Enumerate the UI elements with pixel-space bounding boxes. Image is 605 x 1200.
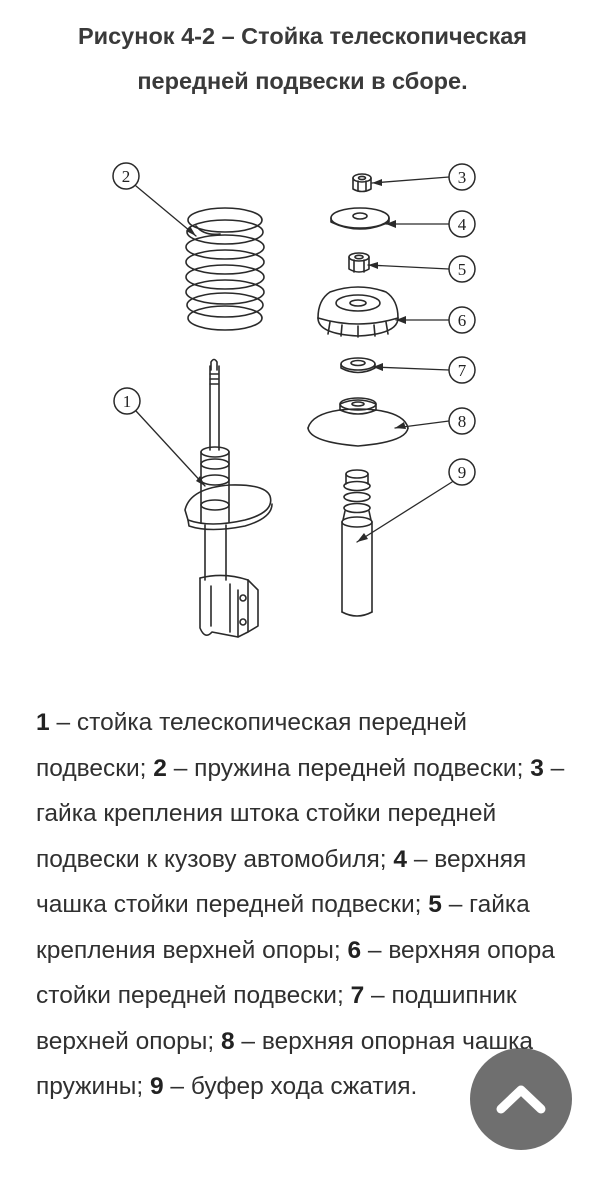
- strut-assembly-diagram: 2 1 3 4 5 6 7 8: [112, 162, 476, 638]
- spring-seat-part: [307, 397, 409, 447]
- legend-number: 8: [220, 1027, 235, 1055]
- chevron-up-icon: [496, 1085, 546, 1114]
- callout-1: 1: [113, 387, 141, 415]
- callout-7: 7: [448, 356, 476, 384]
- legend-text: – буфер хода сжатия.: [163, 1073, 418, 1100]
- bearing-part: [340, 357, 376, 374]
- svg-text:8: 8: [458, 412, 467, 431]
- upper-cup-part: [330, 207, 390, 230]
- bump-stop-part: [341, 469, 373, 617]
- legend-number: 5: [428, 891, 442, 918]
- legend-number: 6: [347, 936, 362, 964]
- leader-arrowheads: [186, 179, 406, 542]
- figure-caption: Рисунок 4-2 – Стойка телескопическая пер…: [20, 14, 585, 104]
- legend-number: 2: [153, 754, 167, 782]
- scroll-to-top-button[interactable]: [470, 1048, 572, 1150]
- legend-text: – верхняя чашка стойки передней подвески…: [36, 845, 527, 919]
- strut-part: [184, 358, 273, 638]
- svg-text:9: 9: [458, 463, 467, 482]
- spring-part: [185, 207, 265, 331]
- leader-lines: [135, 176, 453, 543]
- svg-text:3: 3: [458, 168, 467, 187]
- legend-number: 9: [149, 1073, 164, 1100]
- caption-line-2: передней подвески в сборе.: [137, 68, 468, 94]
- rod-nut-part: [352, 173, 372, 193]
- callout-6: 6: [448, 306, 476, 334]
- callout-4: 4: [448, 210, 476, 238]
- legend-text: – верхняя опора стойки передней подвески…: [36, 936, 555, 1010]
- callout-2: 2: [112, 162, 140, 190]
- svg-text:2: 2: [122, 167, 131, 186]
- legend-text: – верхняя опорная чашка пружины;: [36, 1027, 534, 1101]
- legend-text: – гайка крепления штока стойки передней …: [36, 754, 565, 873]
- legend-number: 7: [350, 982, 365, 1009]
- svg-text:5: 5: [458, 260, 467, 279]
- upper-mount-part: [317, 286, 399, 338]
- support-nut-part: [348, 252, 370, 273]
- svg-text:1: 1: [123, 392, 132, 411]
- callout-3: 3: [448, 163, 476, 191]
- legend-text: – стойка телескопическая передней подвес…: [36, 709, 467, 782]
- legend-number: 1: [36, 709, 50, 736]
- legend-number: 3: [530, 754, 544, 782]
- parts-legend: 1 – стойка телескопическая передней подв…: [36, 700, 581, 1110]
- legend-text: – пружина передней подвески;: [166, 754, 531, 782]
- caption-line-1: Рисунок 4-2 – Стойка телескопическая: [77, 23, 527, 49]
- callout-8: 8: [448, 407, 476, 435]
- legend-text: – гайка крепления верхней опоры;: [36, 891, 530, 964]
- svg-text:4: 4: [458, 215, 467, 234]
- svg-text:6: 6: [458, 311, 467, 330]
- callout-9: 9: [448, 458, 476, 486]
- callout-5: 5: [448, 255, 476, 283]
- svg-text:7: 7: [458, 361, 467, 380]
- legend-text: – подшипник верхней опоры;: [36, 982, 517, 1055]
- legend-number: 4: [393, 845, 408, 873]
